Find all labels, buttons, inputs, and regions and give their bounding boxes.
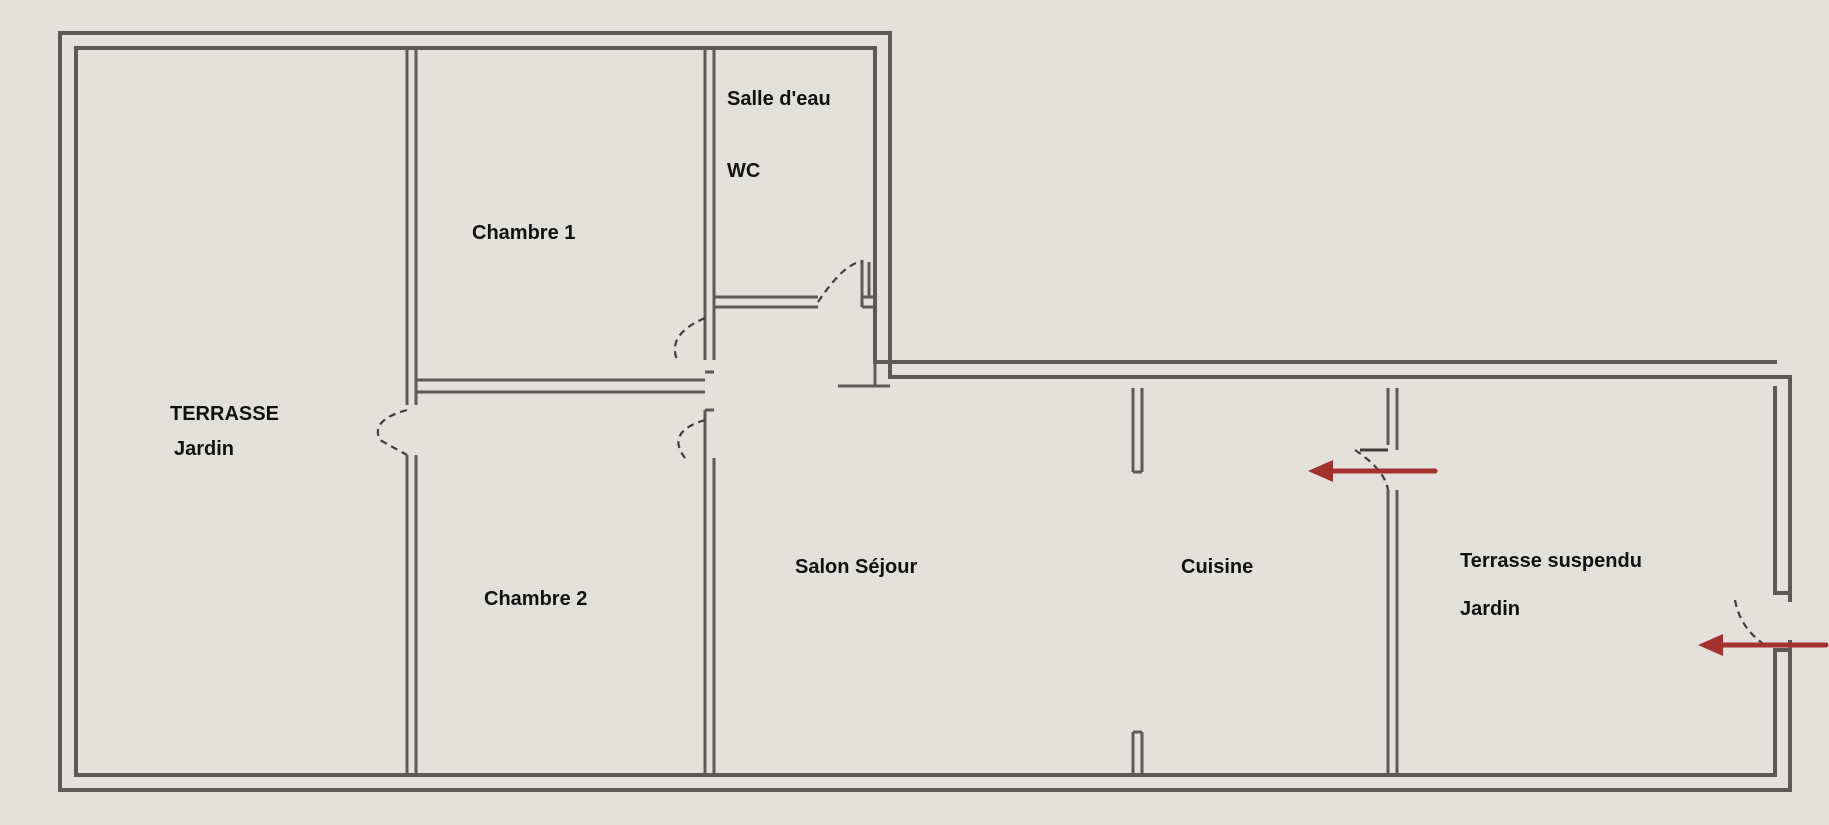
room-label-terrasse: TERRASSE [166,401,283,428]
room-label-terrasse-suspendu-jardin: Jardin [1456,596,1525,623]
room-label-salle-deau: Salle d'eau [723,86,835,113]
inner-outer-wall-line [1773,386,1792,595]
interior-walls [405,48,1399,775]
outer-wall-line [58,31,1792,792]
door-swing [376,408,408,456]
arrow-left-icon [1698,634,1723,656]
room-label-chambre2: Chambre 2 [480,586,592,613]
outer-walls [58,31,1792,792]
inner-outer-wall-line [74,46,1777,364]
room-label-cuisine: Cuisine [1177,554,1258,581]
arrow-left-icon [1308,460,1333,482]
room-label-wc: WC [723,158,765,185]
room-label-salon: Salon Séjour [791,554,922,581]
room-label-terrasse-jardin: Jardin [170,436,239,463]
door-swing [817,260,863,303]
outer-wall-line [58,31,1792,602]
door-swing [673,316,706,363]
door-swing [677,418,706,459]
inner-outer-wall-line [74,46,1792,777]
entry-arrows [1308,460,1829,656]
door-swing [1733,599,1766,646]
room-label-chambre1: Chambre 1 [468,220,580,247]
room-label-terrasse-suspendu: Terrasse suspendu [1456,548,1646,575]
